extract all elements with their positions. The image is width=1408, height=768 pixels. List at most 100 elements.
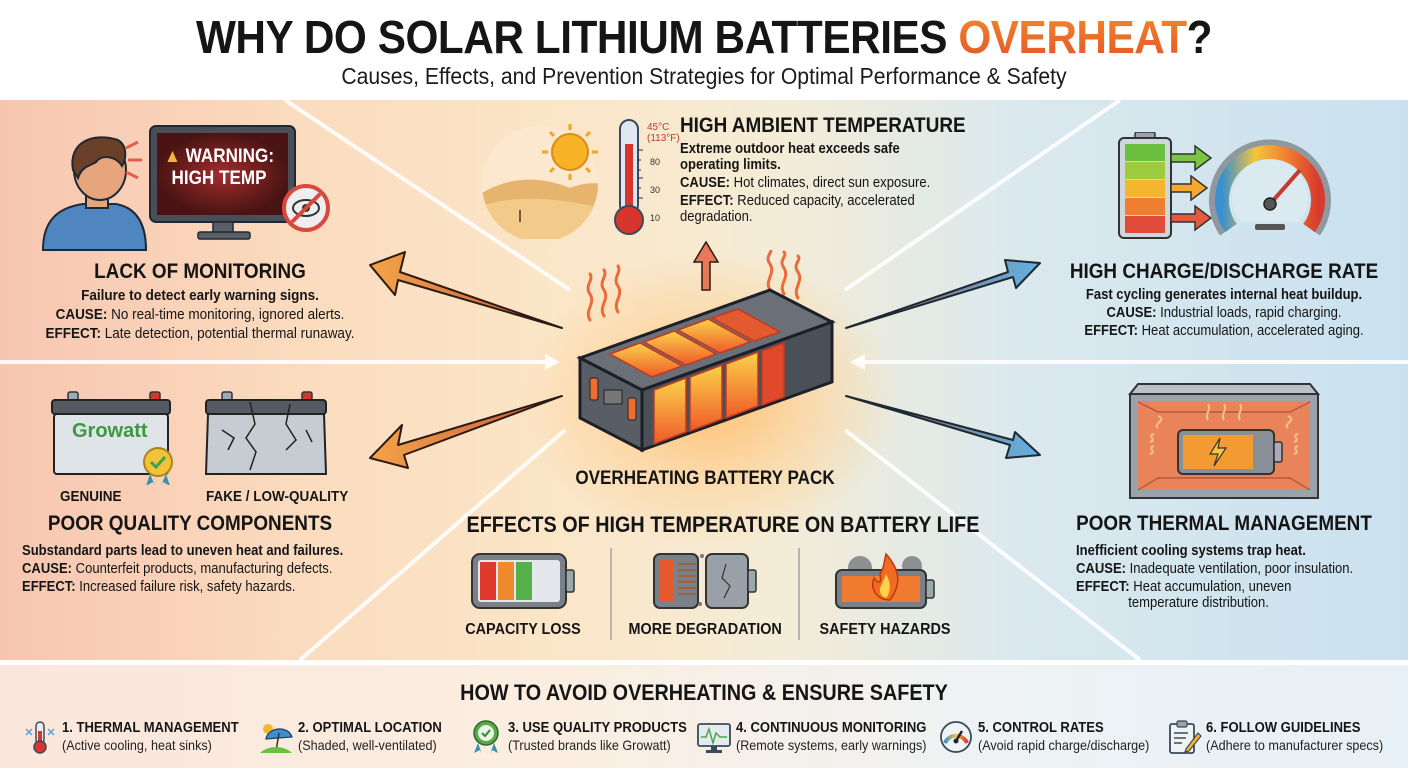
cause-high-charge-discharge-rate: HIGH CHARGE/DISCHARGE RATE Fast cycling …	[1040, 260, 1408, 339]
cause-summary: Inefficient cooling systems trap heat.	[1076, 543, 1306, 559]
tick-label: 10	[650, 213, 661, 223]
effect-safety-hazards: SAFETY HAZARDS	[800, 550, 970, 639]
effect-text: Reduced capacity, accelerated	[733, 193, 915, 209]
effect-line: EFFECT: Reduced capacity, accelerated	[680, 193, 950, 209]
tip-thermal-management: 1. THERMAL MANAGEMENT(Active cooling, he…	[22, 717, 258, 757]
cause-line: CAUSE: Counterfeit products, manufacturi…	[22, 561, 364, 577]
tip-detail: (Avoid rapid charge/discharge)	[978, 737, 1150, 753]
reading-celsius: 45°C	[647, 122, 670, 133]
tip-detail: (Adhere to manufacturer specs)	[1206, 737, 1384, 753]
cause-text: Hot climates, direct sun exposure.	[730, 175, 931, 191]
cause-line: CAUSE: Industrial loads, rapid charging.	[1058, 305, 1389, 321]
tip-use-quality-products: 3. USE QUALITY PRODUCTS(Trusted brands l…	[468, 717, 707, 757]
tip-title: 1. THERMAL MANAGEMENT	[62, 720, 239, 736]
tick-label: 80	[650, 157, 661, 167]
effect-label: EFFECT:	[1076, 579, 1130, 595]
cause-poor-thermal-details: Inefficient cooling systems trap heat. C…	[1076, 540, 1406, 611]
effect-label: MORE DEGRADATION	[628, 621, 782, 638]
cause-text: No real-time monitoring, ignored alerts.	[107, 306, 345, 323]
cause-label: CAUSE:	[55, 306, 108, 323]
tip-control-rates: 5. CONTROL RATES(Avoid rapid charge/disc…	[938, 717, 1168, 757]
cause-text: Industrial loads, rapid charging.	[1156, 305, 1342, 321]
battery-degradation-icon	[653, 553, 757, 609]
cause-summary: Substandard parts lead to uneven heat an…	[22, 543, 344, 559]
effect-line: EFFECT: Increased failure risk, safety h…	[22, 579, 364, 595]
cause-label: CAUSE:	[1076, 561, 1127, 577]
effect-label: CAPACITY LOSS	[465, 621, 581, 638]
tip-continuous-monitoring: 4. CONTINUOUS MONITORING(Remote systems,…	[696, 717, 948, 757]
thermometer-cooling-icon	[25, 721, 55, 754]
clipboard-pencil-icon	[1169, 720, 1202, 754]
battery-capacity-loss-icon	[471, 553, 575, 609]
desert-sun-illustration	[482, 119, 644, 239]
tip-title: 3. USE QUALITY PRODUCTS	[508, 720, 687, 736]
cause-title: POOR THERMAL MANAGEMENT	[1076, 512, 1372, 535]
tip-detail: (Remote systems, early warnings)	[736, 737, 927, 753]
cause-summary-2: operating limits.	[680, 157, 781, 173]
effect-label: SAFETY HAZARDS	[819, 621, 951, 638]
fake-label: FAKE / LOW-QUALITY	[206, 488, 349, 505]
overheating-battery-pack-illustration	[576, 250, 836, 453]
cause-title: HIGH CHARGE/DISCHARGE RATE	[1069, 260, 1379, 283]
gauge-icon	[940, 721, 972, 753]
tick-label: 30	[650, 185, 661, 195]
effect-text-2: temperature distribution.	[1128, 595, 1269, 611]
effects-title: EFFECTS OF HIGH TEMPERATURE ON BATTERY L…	[466, 512, 980, 537]
effect-line: EFFECT: Late detection, potential therma…	[20, 325, 380, 342]
tip-detail: (Active cooling, heat sinks)	[62, 737, 212, 753]
cause-line: CAUSE: Hot climates, direct sun exposure…	[680, 175, 950, 191]
page-subtitle: Causes, Effects, and Prevention Strategi…	[341, 63, 1067, 89]
prevention-section: HOW TO AVOID OVERHEATING & ENSURE SAFETY…	[0, 660, 1408, 768]
battery-pack-label: OVERHEATING BATTERY PACK	[575, 468, 835, 489]
cause-line: CAUSE: Inadequate ventilation, poor insu…	[1076, 561, 1373, 577]
cause-summary: Extreme outdoor heat exceeds safe	[680, 141, 900, 157]
effect-divider	[798, 548, 800, 640]
effect-text: Heat accumulation, accelerated aging.	[1138, 323, 1364, 339]
genuine-label: GENUINE	[60, 488, 122, 505]
title-highlight: OVERHEAT	[958, 11, 1187, 63]
monitoring-illustration	[41, 125, 330, 251]
effect-label: EFFECT:	[45, 325, 102, 342]
reading-fahrenheit: (113°F)	[647, 133, 680, 144]
tip-title: 4. CONTINUOUS MONITORING	[736, 720, 927, 736]
tip-follow-guidelines: 6. FOLLOW GUIDELINES(Adhere to manufactu…	[1166, 717, 1403, 757]
quality-badge-icon	[473, 720, 499, 754]
cause-summary: Failure to detect early warning signs.	[81, 287, 319, 304]
tip-title: 5. CONTROL RATES	[978, 720, 1104, 736]
cause-poor-quality-details: Substandard parts lead to uneven heat an…	[22, 540, 402, 595]
tip-optimal-location: 2. OPTIMAL LOCATION(Shaded, well-ventila…	[258, 717, 458, 757]
effect-label: EFFECT:	[22, 579, 76, 595]
effect-capacity-loss: CAPACITY LOSS	[438, 550, 608, 639]
warning-triangle-icon: ▲	[163, 146, 181, 167]
warning-screen-text: ▲ WARNING: HIGH TEMP	[150, 146, 288, 190]
effect-label: EFFECT:	[680, 193, 734, 209]
screen-line-2: HIGH TEMP	[171, 168, 267, 189]
ray-lines	[0, 100, 1408, 660]
cause-title: POOR QUALITY COMPONENTS	[47, 512, 333, 535]
growatt-brand-logo: Growatt	[72, 420, 148, 442]
tip-detail: (Shaded, well-ventilated)	[298, 737, 437, 753]
effect-label: EFFECT:	[1084, 323, 1139, 339]
cause-label: CAUSE:	[680, 175, 731, 191]
cause-text: Counterfeit products, manufacturing defe…	[72, 561, 333, 577]
header: WHY DO SOLAR LITHIUM BATTERIES OVERHEAT?…	[0, 0, 1408, 100]
cause-text: Inadequate ventilation, poor insulation.	[1126, 561, 1354, 577]
screen-line-1: WARNING:	[185, 146, 275, 167]
monitor-chart-icon	[697, 723, 731, 753]
effect-text: Heat accumulation, uneven	[1129, 579, 1292, 595]
effect-line: EFFECT: Heat accumulation, uneven	[1076, 579, 1373, 595]
tip-detail: (Trusted brands like Growatt)	[508, 737, 671, 753]
prevention-title: HOW TO AVOID OVERHEATING & ENSURE SAFETY	[460, 680, 948, 705]
tip-title: 6. FOLLOW GUIDELINES	[1206, 720, 1361, 736]
cause-high-ambient-temperature: HIGH AMBIENT TEMPERATURE Extreme outdoor…	[680, 114, 980, 225]
cause-poor-quality-components: POOR QUALITY COMPONENTS	[0, 512, 380, 536]
effect-more-degradation: MORE DEGRADATION	[620, 550, 790, 639]
sun-icon	[542, 124, 598, 180]
thermometer-readings: 45°C (113°F)	[647, 122, 680, 144]
title-main: WHY DO SOLAR LITHIUM BATTERIES	[195, 11, 959, 63]
cause-title: HIGH AMBIENT TEMPERATURE	[680, 114, 966, 137]
effect-text-2: degradation.	[680, 209, 753, 225]
cause-line: CAUSE: No real-time monitoring, ignored …	[20, 306, 380, 323]
thermometer-icon	[614, 119, 644, 235]
battery-fire-icon	[835, 552, 935, 609]
